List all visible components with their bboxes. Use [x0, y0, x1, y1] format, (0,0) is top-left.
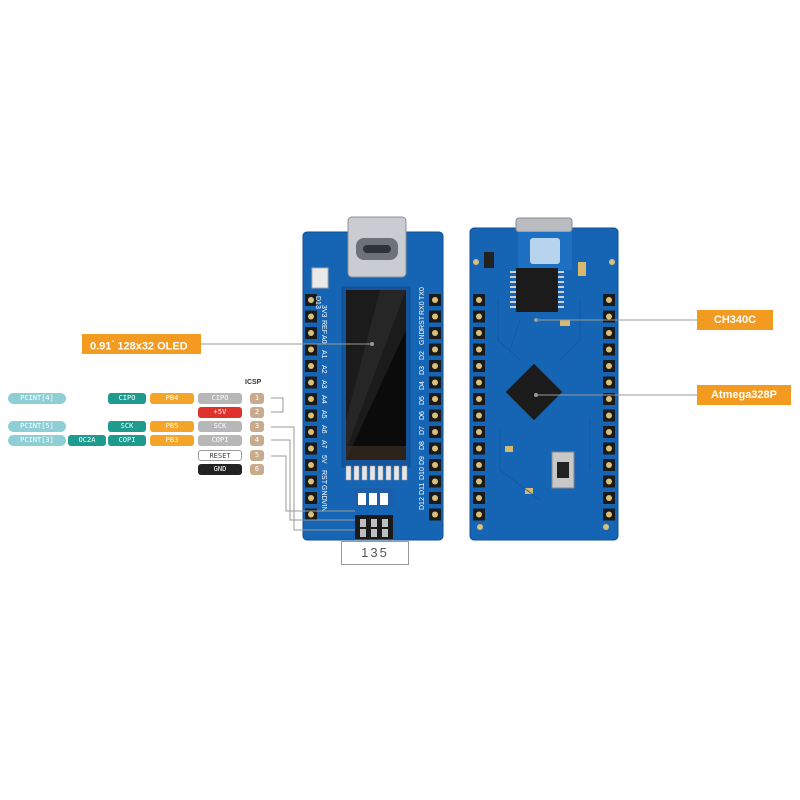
- oled-spec-text: 128x32 OLED: [117, 340, 188, 353]
- front-right-pin-label: D2: [419, 351, 426, 360]
- pin-number-label: 2: [250, 407, 264, 418]
- front-left-pin-label: GND: [320, 485, 327, 501]
- signal-label: +5V: [198, 407, 242, 418]
- pin-number-label: 6: [250, 464, 264, 475]
- port-label: PB5: [150, 421, 194, 432]
- reset-button: [311, 267, 329, 289]
- ch340c-callout: CH340C: [697, 310, 773, 330]
- front-left-pin-label: A2: [320, 365, 327, 374]
- pin-number-label: 3: [250, 421, 264, 432]
- d13-label: D13: [314, 296, 321, 309]
- front-left-pin-label: A7: [320, 440, 327, 449]
- alt-function-label: OC2A: [68, 435, 106, 446]
- front-left-pin-label: 3V3: [320, 305, 327, 318]
- back-board: [469, 217, 619, 541]
- usb-c-back: [515, 217, 573, 233]
- signal-label: COPI: [198, 435, 242, 446]
- header-pin-numbers: 135: [341, 541, 409, 565]
- front-right-pin-label: D5: [419, 396, 426, 405]
- front-right-pin-label: D8: [419, 441, 426, 450]
- pcint-label: PCINT[4]: [8, 393, 66, 404]
- signal-label: CIPO: [198, 393, 242, 404]
- front-right-pin-label: RST: [419, 315, 426, 330]
- front-right-pin-header: [429, 294, 441, 521]
- function-label: CIPO: [108, 393, 146, 404]
- oled-size-unit: ": [111, 341, 115, 347]
- front-left-pin-label: A1: [320, 350, 327, 359]
- back-left-pin-header: [473, 294, 485, 521]
- front-left-pin-label: 5V: [320, 455, 327, 464]
- atmega-text: Atmega328P: [710, 389, 778, 401]
- front-right-pin-label: D12: [419, 497, 426, 510]
- front-right-pin-label: GND: [419, 329, 426, 345]
- signal-label: RESET: [198, 450, 242, 461]
- icsp-header: [354, 488, 394, 539]
- front-right-pin-label: D9: [419, 456, 426, 465]
- front-left-pin-label: A5: [320, 410, 327, 419]
- function-label: COPI: [108, 435, 146, 446]
- signal-label: SCK: [198, 421, 242, 432]
- front-left-pin-label: A0: [320, 335, 327, 344]
- front-left-pin-label: VIN: [320, 500, 327, 512]
- icsp-leader-lines: [271, 397, 355, 531]
- front-right-pin-label: D10: [419, 467, 426, 480]
- signal-label: GND: [198, 464, 242, 475]
- ch340c-chip: [516, 268, 558, 312]
- port-label: PB3: [150, 435, 194, 446]
- front-left-pin-label: REF: [320, 320, 327, 334]
- front-left-pin-label: A4: [320, 395, 327, 404]
- front-right-pin-label: D11: [419, 483, 426, 495]
- front-right-pin-label: D3: [419, 366, 426, 375]
- front-right-pin-label: D4: [419, 381, 426, 390]
- front-left-pin-label: A3: [320, 380, 327, 389]
- pcint-label: PCINT[3]: [8, 435, 66, 446]
- front-left-pin-label: A6: [320, 425, 327, 434]
- pin-number-label: 4: [250, 435, 264, 446]
- front-left-pin-label: RST: [320, 470, 327, 485]
- front-right-pin-label: D6: [419, 411, 426, 420]
- front-right-pin-label: D7: [419, 426, 426, 435]
- front-left-pin-header: [305, 294, 317, 521]
- front-right-pin-label: RX0: [419, 301, 426, 315]
- back-right-pin-header: [603, 294, 615, 521]
- function-label: SCK: [108, 421, 146, 432]
- pin-number-label: 1: [250, 393, 264, 404]
- ch340c-text: CH340C: [713, 314, 757, 326]
- oled-size-text: 0.91: [90, 340, 112, 353]
- oled-callout: 0.91" 128x32 OLED: [82, 334, 201, 354]
- atmega-callout: Atmega328P: [697, 385, 791, 405]
- pin-number-label: 5: [250, 450, 264, 461]
- port-label: PB4: [150, 393, 194, 404]
- front-right-pin-label: TX0: [419, 287, 426, 300]
- pcint-label: PCINT[5]: [8, 421, 66, 432]
- icsp-title: ICSP: [245, 379, 262, 386]
